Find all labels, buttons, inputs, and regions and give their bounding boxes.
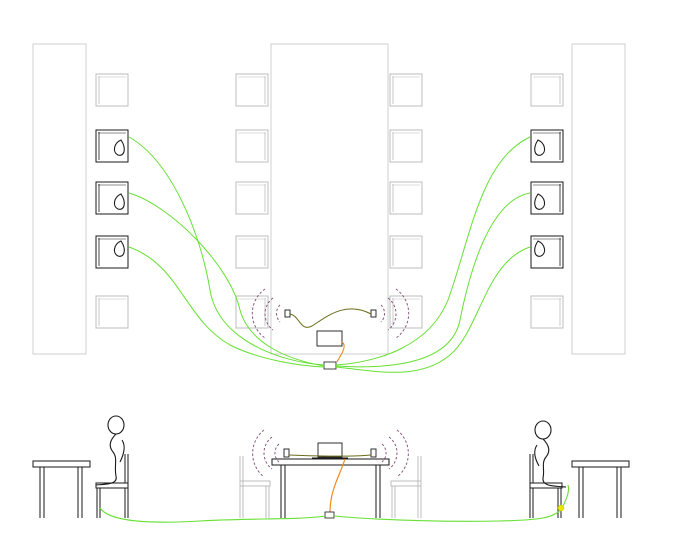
junction-box-icon	[323, 361, 337, 370]
elevation-left-chair	[95, 454, 129, 518]
elevation-cable-left	[99, 507, 326, 523]
chair-icon	[389, 73, 423, 107]
elevation-left-table	[32, 460, 91, 518]
person-head-icon	[534, 139, 546, 156]
right-table	[571, 43, 626, 355]
person-head-icon	[534, 193, 546, 210]
elevation-junction-box-icon	[324, 511, 335, 519]
plan-cables-left	[128, 136, 325, 368]
elevation-right-chair	[529, 454, 563, 518]
elevation-speaker-left-icon	[283, 448, 290, 458]
speaker-left-icon	[284, 309, 291, 318]
person-right-icon	[534, 420, 567, 488]
elevation-center-chairs	[239, 456, 422, 518]
chair-occupied-icon	[530, 129, 564, 163]
elevation-device-icon	[317, 442, 343, 458]
chair-icon	[389, 181, 423, 215]
elevation-center-table	[271, 458, 390, 518]
device-orange-cable	[336, 341, 345, 363]
elevation-view	[32, 415, 630, 523]
chair-icon	[389, 129, 423, 163]
elevation-right-table	[571, 460, 630, 518]
chair-icon	[235, 181, 269, 215]
plan-view	[32, 43, 626, 373]
person-left-icon	[95, 415, 125, 486]
elevation-cable-right	[333, 484, 570, 522]
plan-chairs	[95, 73, 564, 329]
chair-occupied-icon	[530, 181, 564, 215]
center-table	[270, 43, 389, 355]
chair-icon	[530, 295, 564, 329]
plan-speakers	[284, 309, 377, 318]
person-head-icon	[113, 193, 125, 210]
chair-icon	[95, 295, 129, 329]
chair-icon	[235, 73, 269, 107]
chair-icon	[235, 295, 269, 329]
chair-icon	[95, 73, 129, 107]
speaker-right-icon	[370, 309, 377, 318]
person-head-icon	[113, 139, 125, 156]
person-head-icon	[534, 240, 546, 257]
chair-icon	[389, 235, 423, 269]
chair-icon	[530, 73, 564, 107]
elevation-orange-cable	[329, 458, 346, 513]
plan-cables-right	[335, 136, 531, 373]
person-head-icon	[113, 240, 125, 257]
speaker-cable	[289, 308, 372, 328]
chair-icon	[235, 129, 269, 163]
left-table	[32, 43, 87, 355]
seated-people-plan	[113, 139, 546, 257]
chair-occupied-icon	[95, 235, 129, 269]
chair-occupied-icon	[530, 235, 564, 269]
elevation-speaker-right-icon	[370, 448, 377, 458]
elevation-speaker-cable	[288, 454, 372, 457]
elevation-sound-waves	[252, 429, 409, 478]
chair-occupied-icon	[95, 129, 129, 163]
plan-sound-waves	[251, 288, 410, 339]
chair-icon	[235, 235, 269, 269]
connector-icon	[557, 504, 565, 512]
chair-occupied-icon	[95, 181, 129, 215]
audio-device-icon	[316, 330, 343, 347]
